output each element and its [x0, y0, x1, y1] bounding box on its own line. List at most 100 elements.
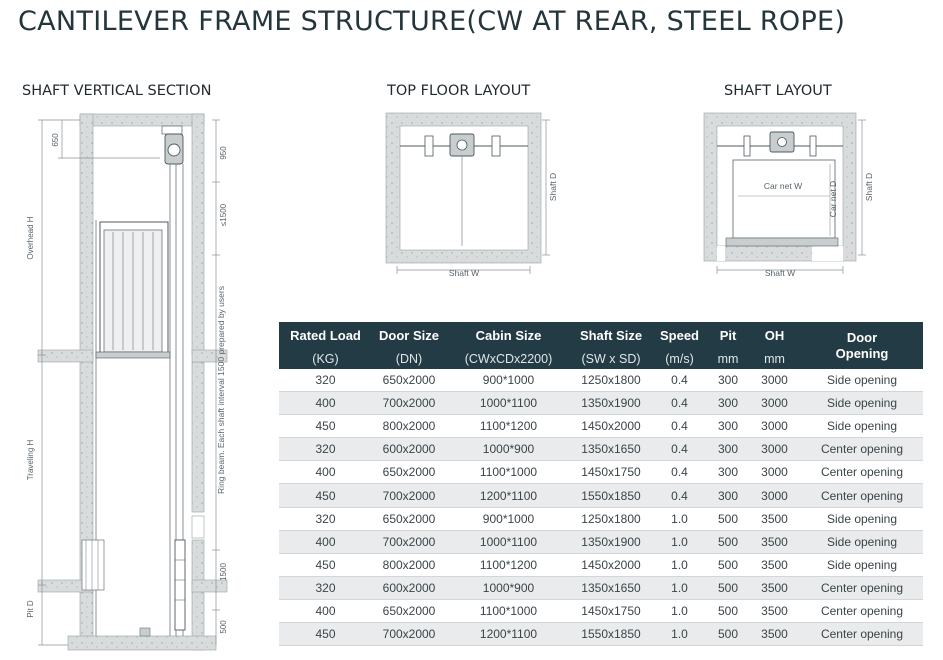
cell-shaft-size: 1350x1650 — [571, 576, 651, 600]
table-unit-row: (KG) (DN) (CWxCDx2200) (SW x SD) (m/s) m… — [279, 348, 923, 369]
header-oh: OH — [748, 322, 801, 348]
cell-shaft-size: 1550x1850 — [571, 483, 651, 508]
cell-rated-load: 400 — [279, 460, 372, 485]
cell-oh: 3500 — [748, 622, 801, 647]
cell-oh: 3500 — [748, 599, 801, 624]
cell-cabin-size: 900*1000 — [446, 369, 571, 393]
shaft-layout-label: SHAFT LAYOUT — [724, 83, 832, 99]
elevator-car — [95, 221, 171, 359]
top-floor-shaft-d-label: Shaft D — [548, 173, 558, 201]
cell-door-size: 700x2000 — [372, 391, 446, 416]
cell-speed: 1.0 — [651, 530, 708, 554]
cell-cabin-size: 1100*1200 — [446, 414, 571, 439]
unit-shaft-size: (SW x SD) — [571, 348, 651, 369]
cell-door-opening: Side opening — [801, 369, 923, 393]
cell-speed: 0.4 — [651, 414, 708, 439]
unit-oh: mm — [748, 348, 801, 369]
cell-oh: 3000 — [748, 437, 801, 462]
top-floor-layout-label: TOP FLOOR LAYOUT — [387, 83, 531, 99]
header-rated-load: Rated Load — [279, 322, 372, 348]
cell-shaft-size: 1250x1800 — [571, 369, 651, 393]
cell-door-opening: Side opening — [801, 507, 923, 531]
cell-cabin-size: 900*1000 — [446, 507, 571, 531]
cell-door-opening: Center opening — [801, 599, 923, 624]
cell-pit: 300 — [708, 391, 748, 416]
cell-oh: 3000 — [748, 369, 801, 393]
header-door-opening: Door Opening — [801, 322, 923, 369]
cell-pit: 500 — [708, 622, 748, 647]
cell-rated-load: 320 — [279, 369, 372, 393]
shaft-vertical-section-label: SHAFT VERTICAL SECTION — [22, 83, 212, 99]
cell-shaft-size: 1350x1900 — [571, 530, 651, 554]
cell-door-size: 600x2000 — [372, 576, 446, 600]
cell-rated-load: 400 — [279, 391, 372, 416]
cell-cabin-size: 1000*900 — [446, 437, 571, 462]
cell-speed: 0.4 — [651, 391, 708, 416]
pit-buffer — [81, 539, 151, 637]
cell-oh: 3000 — [748, 414, 801, 439]
cell-door-opening: Side opening — [801, 414, 923, 439]
table-header-row: Rated Load Door Size Cabin Size Shaft Si… — [279, 322, 923, 369]
cell-cabin-size: 1000*900 — [446, 576, 571, 600]
overhead-h-label: Overhead H — [26, 216, 35, 259]
shaft-layout-shaft-d-label: Shaft D — [864, 173, 874, 201]
header-speed: Speed — [651, 322, 708, 348]
cell-cabin-size: 1000*1100 — [446, 391, 571, 416]
specification-table: Rated Load Door Size Cabin Size Shaft Si… — [279, 322, 923, 647]
cell-oh: 3000 — [748, 483, 801, 508]
cell-oh: 3000 — [748, 391, 801, 416]
cell-shaft-size: 1250x1800 — [571, 507, 651, 531]
cell-cabin-size: 1000*1100 — [446, 530, 571, 554]
cell-pit: 300 — [708, 437, 748, 462]
pit-d-label: Pit D — [26, 600, 35, 618]
cell-shaft-size: 1350x1650 — [571, 437, 651, 462]
cell-rated-load: 320 — [279, 576, 372, 600]
car-net-d-label: Car net D — [828, 181, 838, 217]
cell-rated-load: 450 — [279, 553, 372, 577]
cell-pit: 300 — [708, 483, 748, 508]
vertical-dimension-lines — [38, 119, 220, 646]
unit-speed: (m/s) — [651, 348, 708, 369]
traction-machine — [161, 125, 184, 165]
cell-pit: 300 — [708, 369, 748, 393]
cell-shaft-size: 1450x2000 — [571, 414, 651, 439]
cell-door-opening: Side opening — [801, 553, 923, 577]
cell-pit: 300 — [708, 460, 748, 485]
counterweight — [174, 539, 186, 631]
cell-rated-load: 450 — [279, 414, 372, 439]
cell-speed: 1.0 — [651, 553, 708, 577]
cell-cabin-size: 1100*1200 — [446, 553, 571, 577]
cell-door-size: 700x2000 — [372, 622, 446, 647]
header-shaft-size: Shaft Size — [571, 322, 651, 348]
cell-pit: 500 — [708, 507, 748, 531]
cell-door-size: 800x2000 — [372, 553, 446, 577]
dim-1500-label: ≤1500 — [219, 203, 228, 226]
unit-door-size: (DN) — [372, 348, 446, 369]
ring-beam-label: Ring beam. Each shaft interval 1500 prep… — [216, 286, 226, 494]
unit-pit: mm — [708, 348, 748, 369]
cell-oh: 3000 — [748, 460, 801, 485]
cell-speed: 1.0 — [651, 599, 708, 624]
cell-cabin-size: 1100*1000 — [446, 460, 571, 485]
dim-650-label: 650 — [51, 133, 60, 147]
cell-door-opening: Center opening — [801, 437, 923, 462]
cell-speed: 0.4 — [651, 437, 708, 462]
header-cabin-size: Cabin Size — [446, 322, 571, 348]
shaft-layout-diagram — [703, 112, 866, 274]
cell-speed: 1.0 — [651, 507, 708, 531]
cell-door-size: 800x2000 — [372, 414, 446, 439]
cell-speed: 0.4 — [651, 483, 708, 508]
cell-cabin-size: 1200*1100 — [446, 483, 571, 508]
cell-door-size: 600x2000 — [372, 437, 446, 462]
cell-shaft-size: 1450x1750 — [571, 460, 651, 485]
cell-cabin-size: 1100*1000 — [446, 599, 571, 624]
cell-rated-load: 320 — [279, 507, 372, 531]
cell-speed: 1.0 — [651, 622, 708, 647]
